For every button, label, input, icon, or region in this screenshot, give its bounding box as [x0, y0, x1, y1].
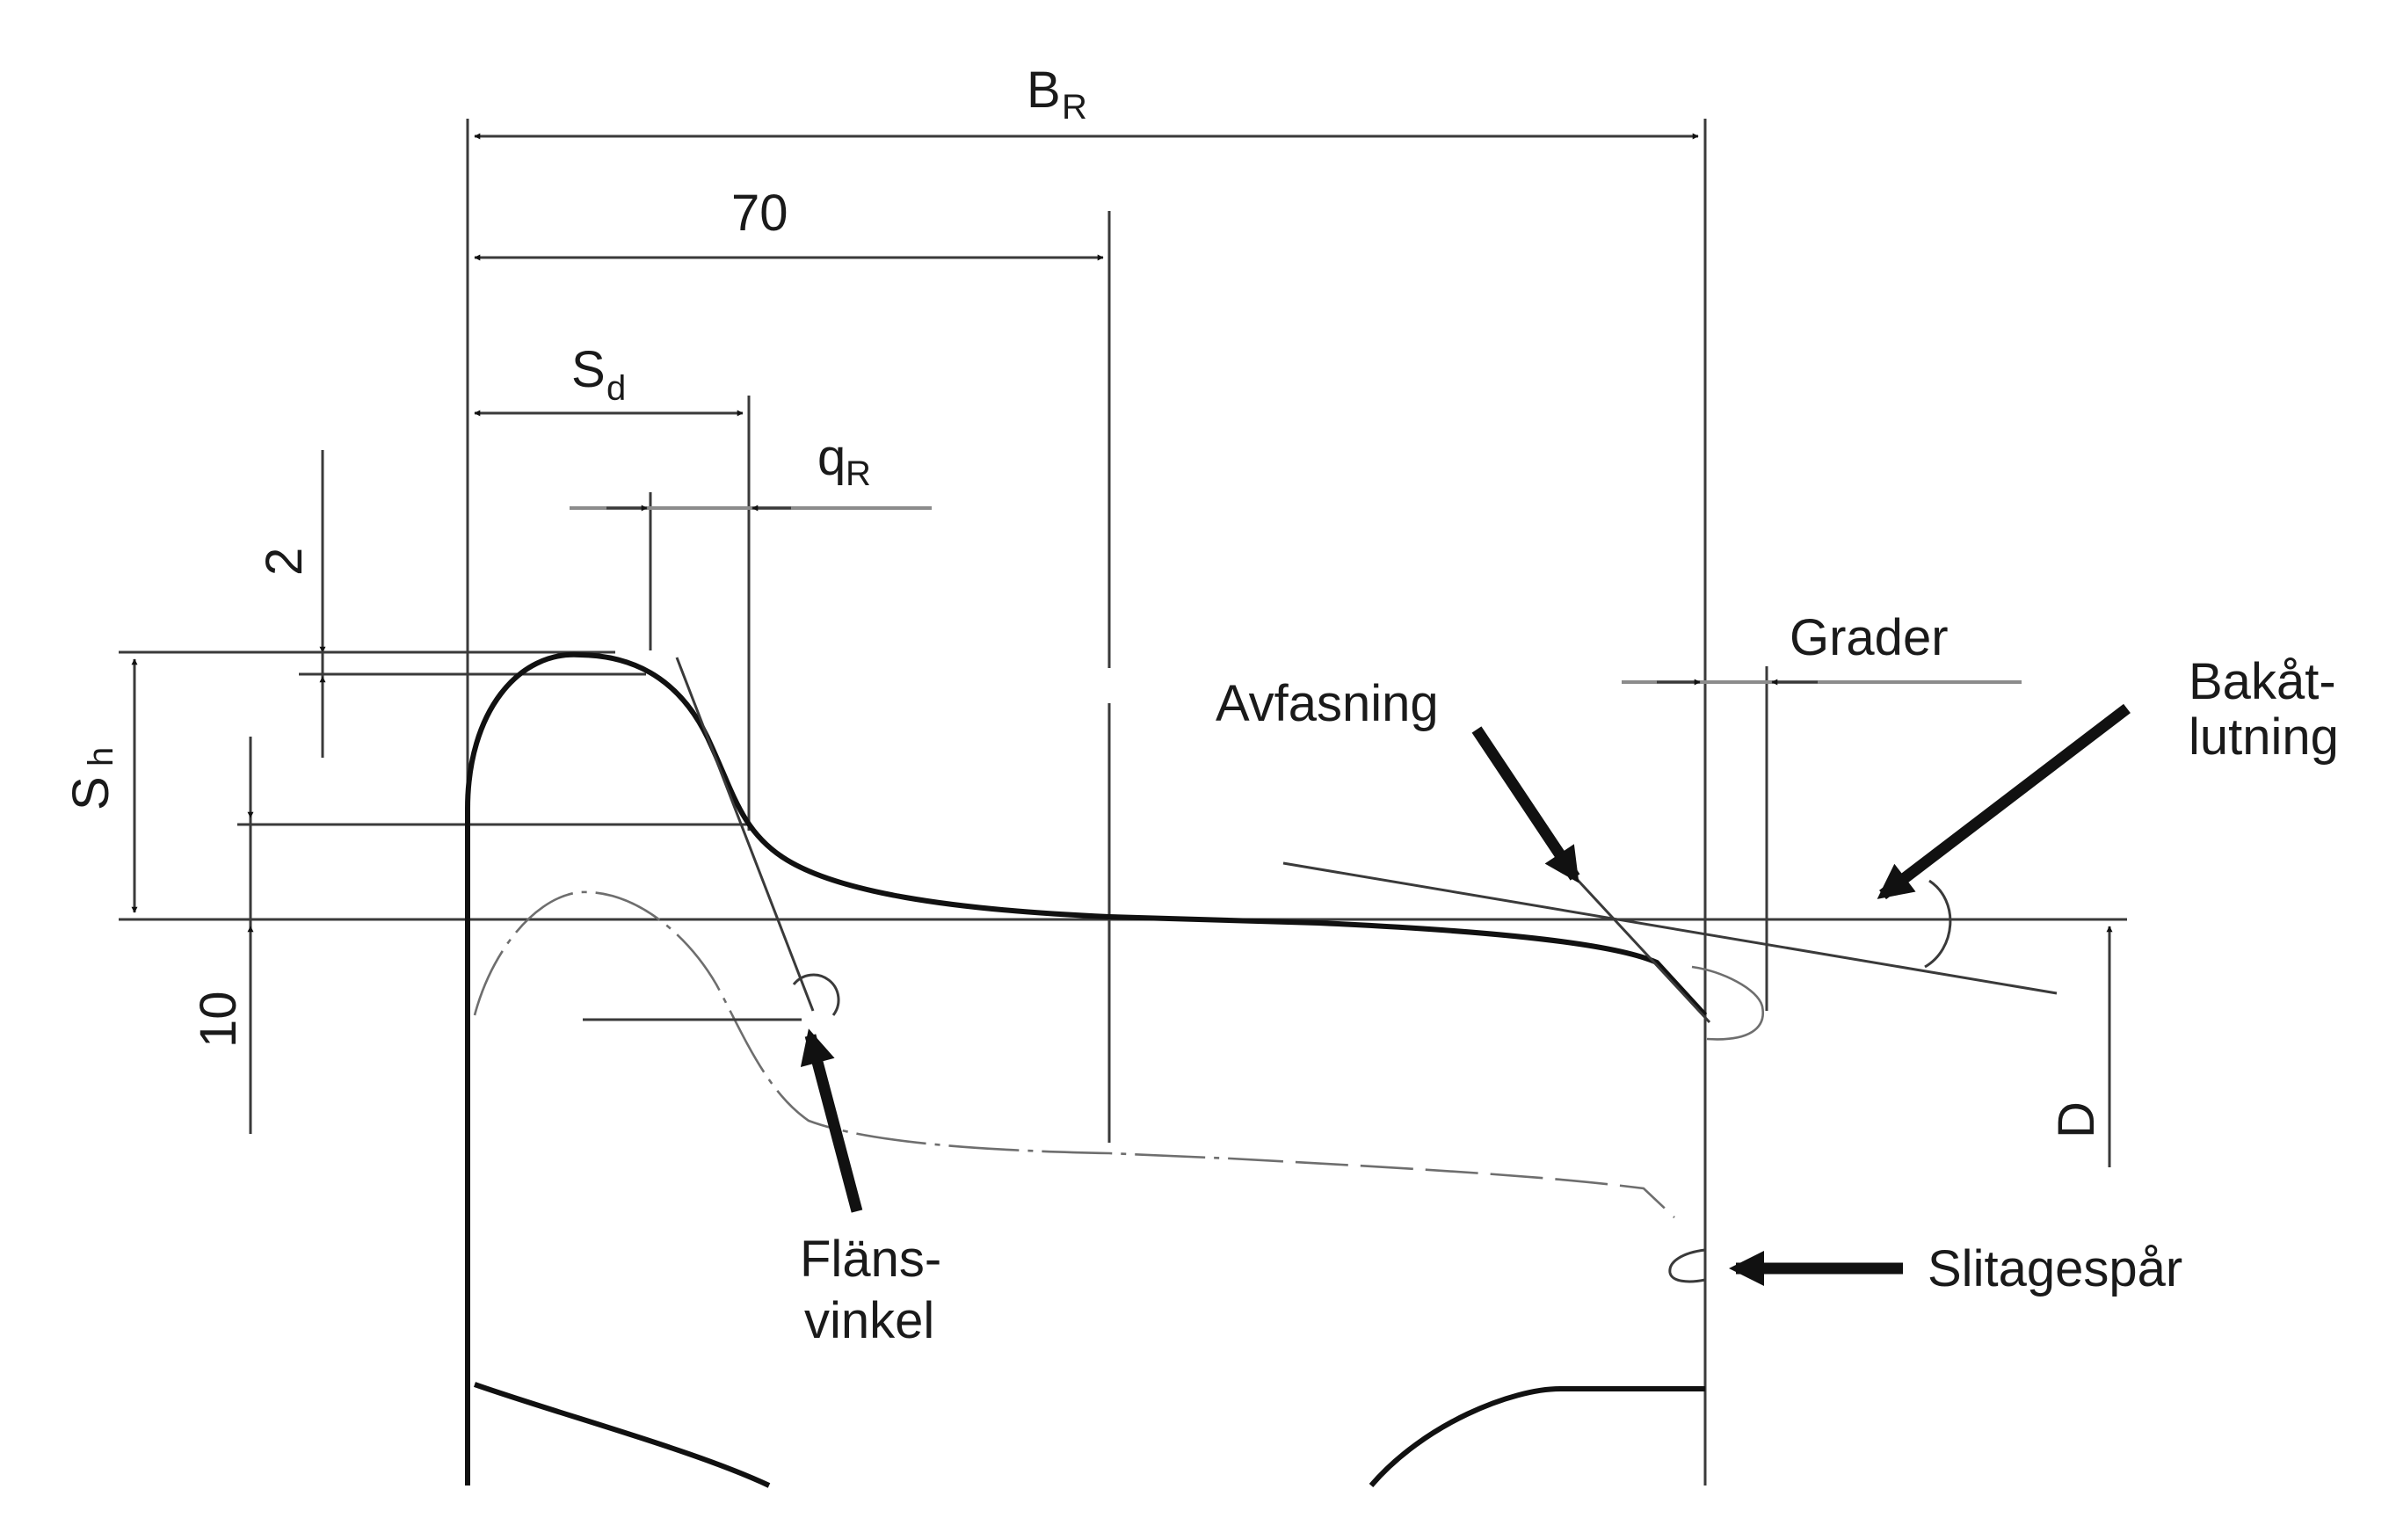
- qr-label: q: [817, 429, 846, 486]
- sh-label: S: [62, 776, 120, 810]
- web-curve-right: [1369, 1386, 1705, 1487]
- dimension-qr: q R: [570, 429, 932, 650]
- br-label: B: [1027, 62, 1061, 119]
- dimension-d: D: [2048, 926, 2113, 1167]
- wheel-profile-worn: [473, 890, 1765, 1218]
- dimension-10: 10: [190, 737, 747, 1134]
- reference-lines: [119, 119, 2127, 1486]
- wheel-web-curves: [474, 1382, 1705, 1488]
- flange-angle-annotation: Fläns- vinkel: [583, 1018, 941, 1349]
- flange-angle-arc: [792, 973, 840, 1016]
- br-subscript: R: [1062, 88, 1087, 127]
- dimension-sh: S h: [62, 650, 615, 913]
- wear-groove-annotation: Slitagespår: [1668, 1240, 2182, 1297]
- flange-angle-arrow: [800, 1028, 863, 1213]
- back-slope-arrow: [1877, 703, 2131, 900]
- flange-angle-label-line1: Fläns-: [800, 1231, 941, 1288]
- sh-subscript: h: [82, 747, 120, 766]
- chamfer-arrow: [1471, 726, 1580, 883]
- back-slope-label-line1: Bakåt-: [2189, 653, 2336, 710]
- sd-label: S: [571, 341, 606, 398]
- flange-angle-tangent: [675, 657, 815, 1012]
- dim2-label: 2: [256, 548, 313, 576]
- worn-tread-outline: [1230, 1157, 1675, 1218]
- chamfer-line: [1563, 864, 1711, 1024]
- grader-label: Grader: [1790, 609, 1949, 666]
- qr-subscript: R: [846, 454, 871, 493]
- dim10-label: 10: [190, 991, 247, 1048]
- dimension-grader: Grader: [1622, 609, 2022, 1011]
- wear-groove-label: Slitagespår: [1928, 1240, 2182, 1297]
- flange-angle-label-line2: vinkel: [804, 1292, 934, 1349]
- dim70-label: 70: [731, 185, 788, 242]
- sd-subscript: d: [606, 369, 626, 408]
- chamfer-label: Avfasning: [1216, 675, 1439, 732]
- dimension-70: 70: [474, 185, 1104, 261]
- dimension-br: B R: [474, 62, 1699, 140]
- worn-flange-outline: [473, 890, 1231, 1160]
- back-slope-annotation: Bakåt- lutning: [1282, 653, 2339, 995]
- flange-and-tread-outline: [465, 651, 1708, 1486]
- web-curve-left: [474, 1382, 771, 1488]
- d-label: D: [2048, 1101, 2105, 1138]
- back-slope-angle-arc: [1924, 879, 1952, 969]
- dimension-2: 2: [256, 450, 646, 758]
- wheel-profile-new: [465, 651, 1708, 1486]
- dimension-sd: S d: [474, 341, 751, 831]
- chamfer-worn-outline: [1691, 965, 1765, 1041]
- back-slope-line: [1282, 861, 2058, 995]
- chamfer-annotation: Avfasning: [1216, 675, 1711, 1024]
- back-slope-label-line2: lutning: [2189, 708, 2339, 766]
- wear-groove-outline: [1668, 1248, 1706, 1283]
